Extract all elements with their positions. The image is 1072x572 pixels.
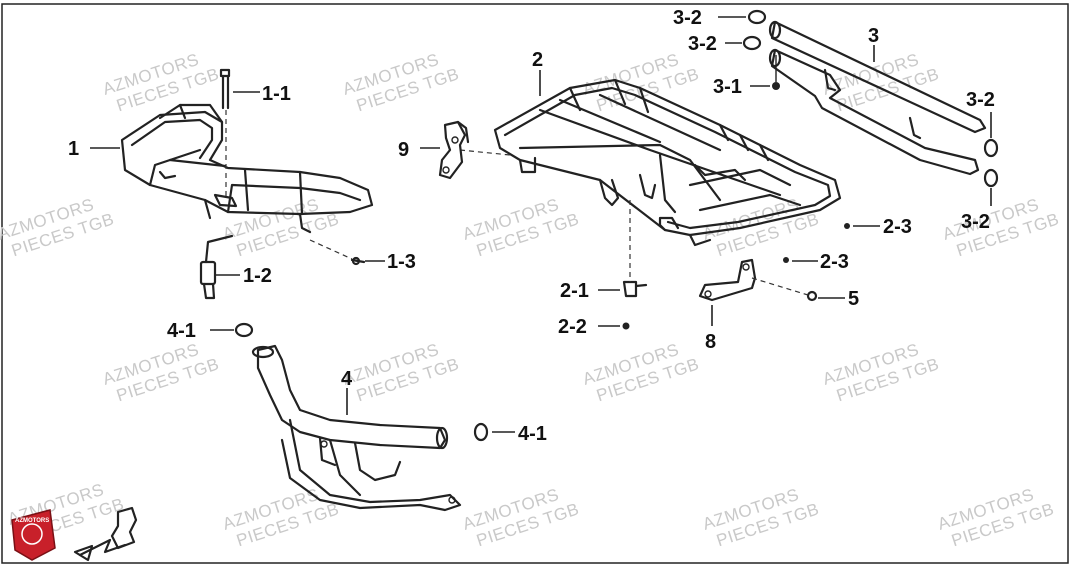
label-3-2d: 3-2 [961, 211, 990, 233]
label-5: 5 [848, 288, 859, 310]
bumper-part-4 [234, 322, 489, 512]
part-labels: 1 1-1 1-2 1-3 2 2-1 2-2 2-3 2-3 3 3-1 3-… [68, 7, 995, 445]
label-8: 8 [705, 331, 716, 353]
label-4-1a: 4-1 [167, 320, 196, 342]
label-4: 4 [341, 368, 353, 390]
azmotors-logo: AZMOTORS [11, 509, 56, 561]
label-2-2: 2-2 [558, 316, 587, 338]
label-3: 3 [868, 25, 879, 47]
logo-text: AZMOTORS [15, 518, 49, 524]
front-rack-part-1 [120, 68, 374, 300]
label-3-1: 3-1 [713, 76, 742, 98]
screw-3-1 [772, 82, 780, 90]
rear-rack-part-2 [459, 78, 850, 330]
nut-2-2 [622, 322, 630, 330]
nut-2-3b [783, 257, 789, 263]
label-1-3: 1-3 [387, 251, 416, 273]
bracket-part-9 [438, 120, 470, 180]
label-3-2a: 3-2 [673, 7, 702, 29]
label-2-3b: 2-3 [820, 251, 849, 273]
label-1-1: 1-1 [262, 83, 291, 105]
direction-arrow-icon [73, 506, 138, 562]
plate-part-8 [698, 258, 818, 302]
leader-lines [90, 16, 992, 433]
label-4-1b: 4-1 [518, 423, 547, 445]
label-2-1: 2-1 [560, 280, 589, 302]
label-2: 2 [532, 49, 543, 71]
bar-part-3 [742, 9, 999, 188]
label-1: 1 [68, 138, 79, 160]
label-3-2c: 3-2 [966, 89, 995, 111]
frame-border [1, 3, 1069, 564]
label-9: 9 [398, 139, 409, 161]
label-2-3a: 2-3 [883, 216, 912, 238]
label-3-2b: 3-2 [688, 33, 717, 55]
nut-2-3a [844, 223, 850, 229]
label-1-2: 1-2 [243, 265, 272, 287]
